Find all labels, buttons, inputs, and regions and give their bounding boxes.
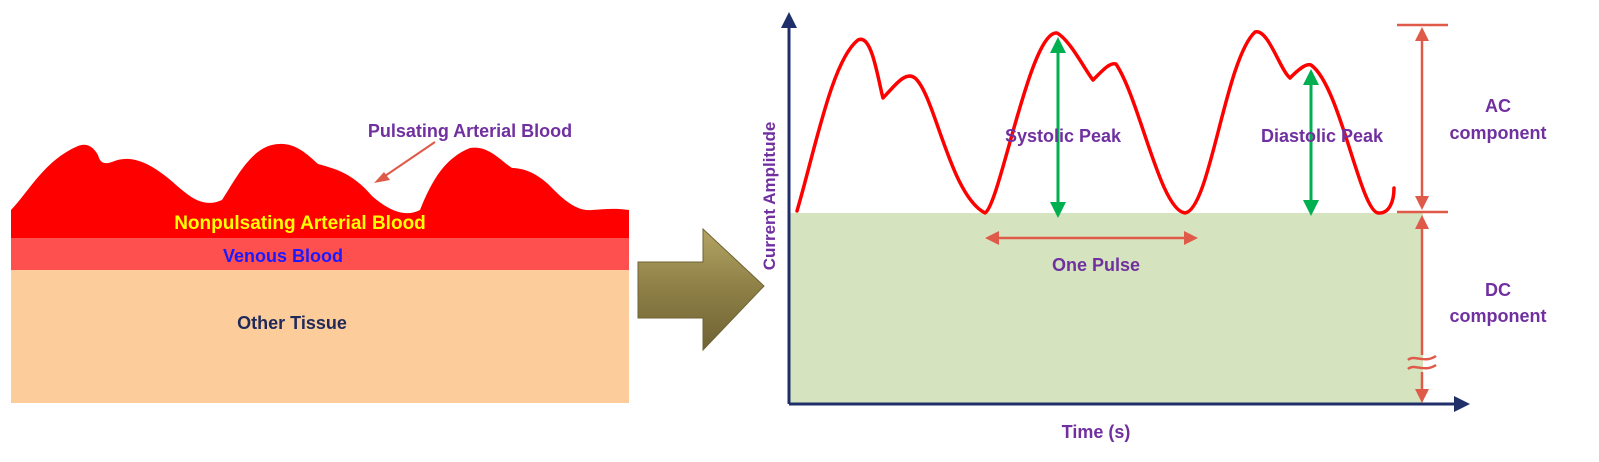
systolic-peak-label: Systolic Peak bbox=[1005, 126, 1122, 146]
venous-blood-label: Venous Blood bbox=[223, 246, 343, 266]
one-pulse-arrow-right bbox=[1184, 231, 1198, 245]
pulsating-pointer-line bbox=[381, 141, 436, 179]
ac-component-label-line1: AC bbox=[1485, 96, 1511, 116]
y-axis-label: Current Amplitude bbox=[760, 122, 779, 271]
one-pulse-arrow-left bbox=[985, 231, 999, 245]
nonpulsating-arterial-label: Nonpulsating Arterial Blood bbox=[174, 213, 426, 234]
pulsating-arterial-label: Pulsating Arterial Blood bbox=[368, 121, 572, 141]
diastolic-peak-label: Diastolic Peak bbox=[1261, 126, 1384, 146]
x-axis-arrowhead bbox=[1454, 396, 1470, 412]
systolic-arrow-top bbox=[1050, 37, 1066, 53]
dc-component-region bbox=[789, 213, 1423, 404]
ac-arrow-top bbox=[1415, 27, 1429, 41]
venous-blood-layer bbox=[11, 238, 629, 270]
diastolic-arrow-top bbox=[1303, 69, 1319, 85]
x-axis-label: Time (s) bbox=[1062, 422, 1131, 442]
systolic-arrow-bottom bbox=[1050, 202, 1066, 218]
other-tissue-layer bbox=[11, 270, 629, 403]
transition-arrow-icon bbox=[637, 227, 765, 352]
dc-component-label-line1: DC bbox=[1485, 280, 1511, 300]
ac-arrow-bottom bbox=[1415, 196, 1429, 210]
other-tissue-label: Other Tissue bbox=[237, 313, 347, 333]
dc-arrow-bottom bbox=[1415, 389, 1429, 403]
dc-component-label-line2: component bbox=[1450, 306, 1547, 326]
pulsating-pointer-head bbox=[374, 172, 390, 183]
ac-component-label-line2: component bbox=[1450, 123, 1547, 143]
y-axis-arrowhead bbox=[781, 12, 797, 28]
signal-plot: Systolic Peak Diastolic Peak One Pulse A… bbox=[760, 12, 1547, 442]
tissue-cross-section: Other Tissue Venous Blood Nonpulsating A… bbox=[11, 121, 629, 403]
arterial-blood-layer bbox=[11, 143, 629, 238]
pulse-waveform bbox=[795, 30, 1396, 215]
one-pulse-label: One Pulse bbox=[1052, 255, 1140, 275]
diastolic-arrow-bottom bbox=[1303, 200, 1319, 216]
dc-arrow-top bbox=[1415, 215, 1429, 229]
axis-break-icon bbox=[1407, 354, 1437, 371]
